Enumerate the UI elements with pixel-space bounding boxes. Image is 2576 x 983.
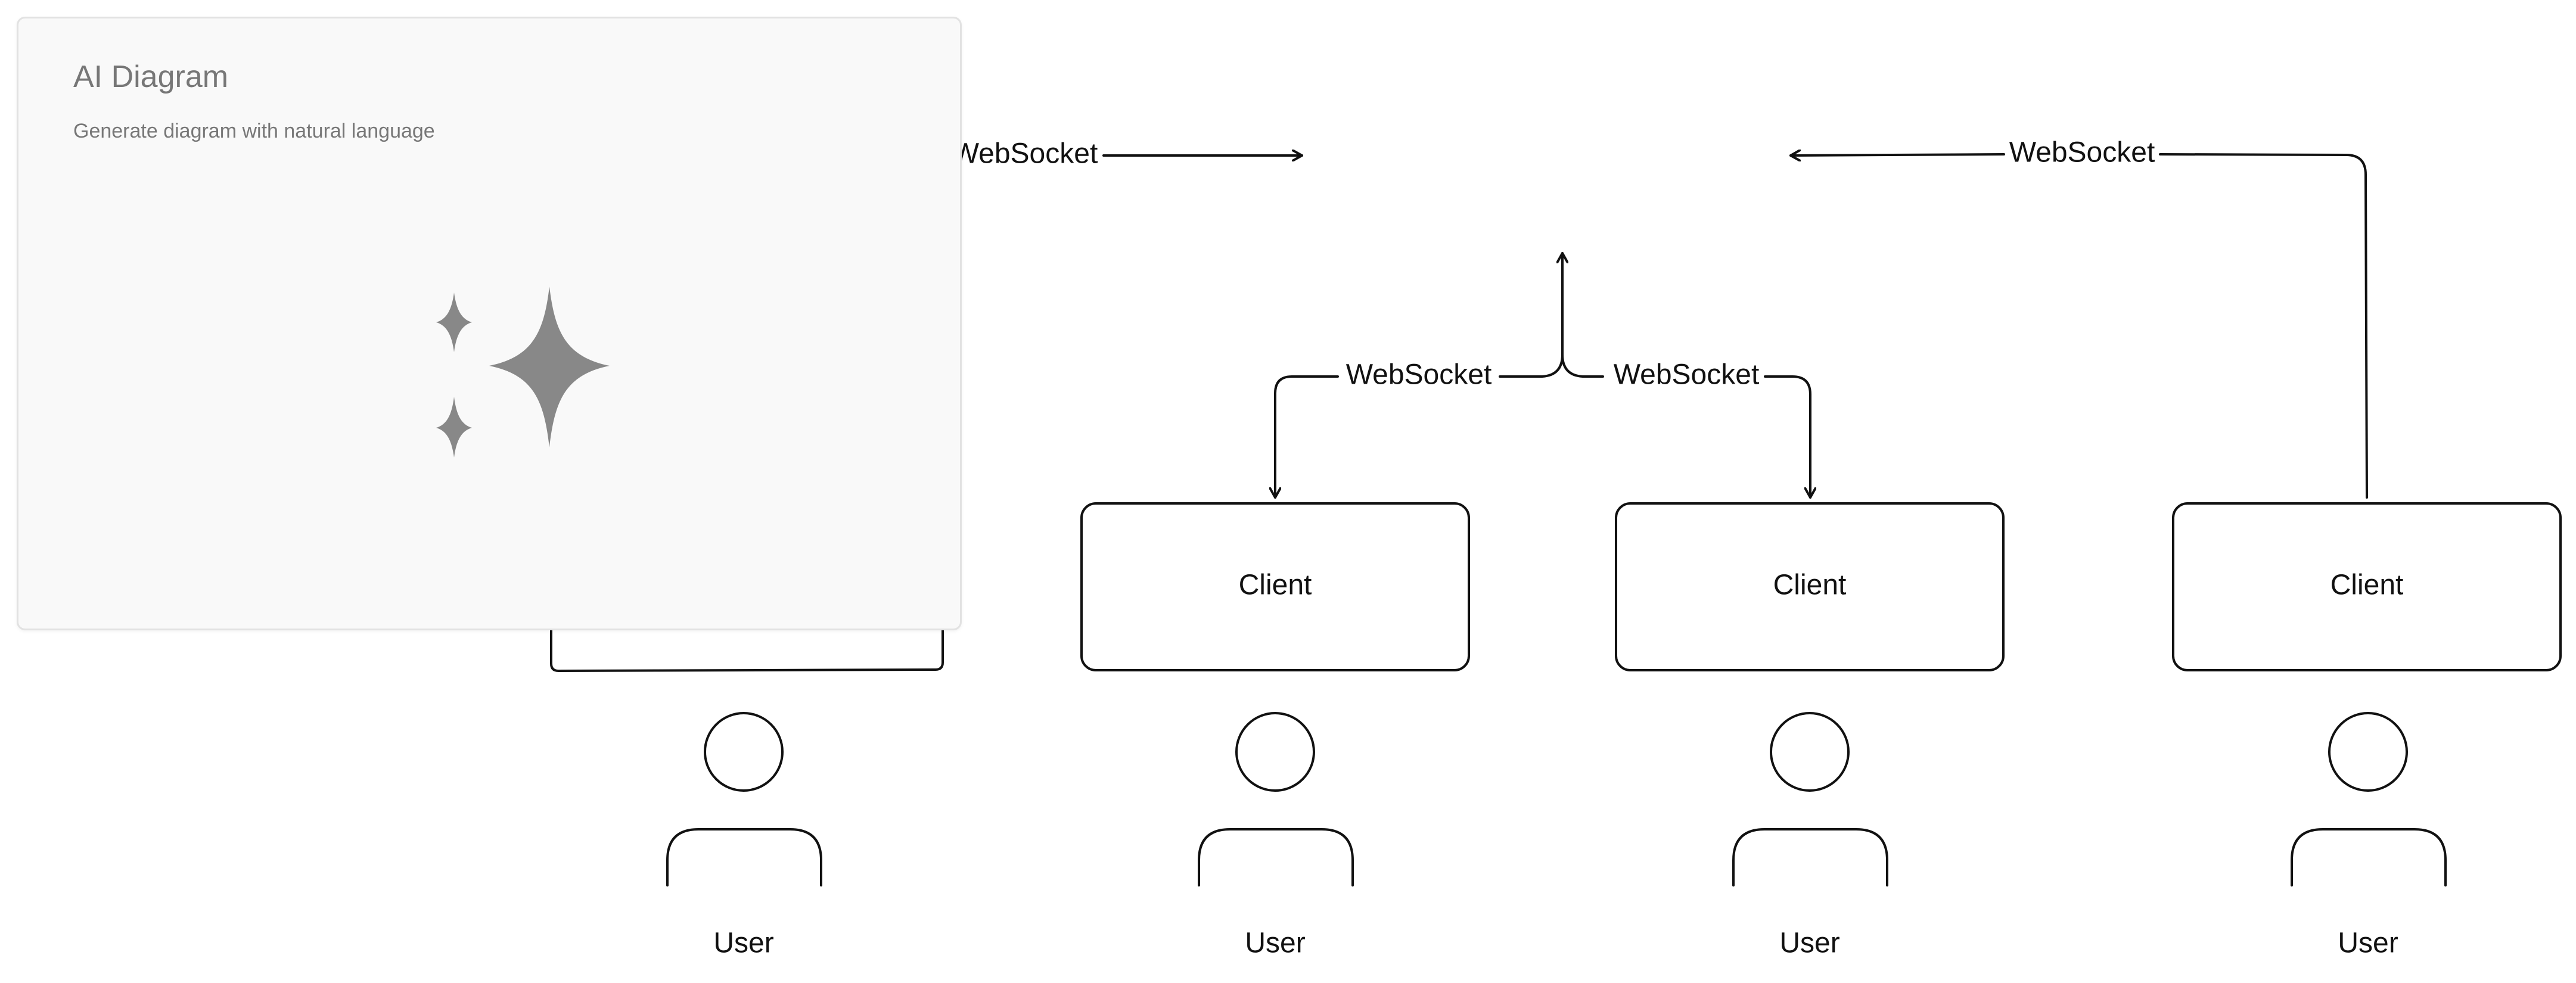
connector-center-left-2[interactable] xyxy=(1275,375,1339,499)
connector-center-right[interactable] xyxy=(1561,353,1604,378)
client-box-3[interactable] xyxy=(2172,502,2562,671)
connector-right-top[interactable] xyxy=(2159,153,2368,499)
panel-title: AI Diagram xyxy=(73,60,229,94)
edge-label-right-top: WebSocket xyxy=(2009,137,2155,169)
connector-right-top-head[interactable] xyxy=(1789,154,2005,155)
edge-label-center-right: WebSocket xyxy=(1614,359,1760,391)
ai-diagram-panel[interactable]: AI Diagram Generate diagram with natural… xyxy=(17,17,962,630)
client-label-2: Client xyxy=(1773,570,1847,601)
client-label-3: Client xyxy=(2330,570,2404,601)
sparkle-small-top-icon xyxy=(436,293,472,352)
user-label-1: User xyxy=(713,928,773,959)
panel-subtitle: Generate diagram with natural language xyxy=(73,120,435,142)
sparkle-large-icon xyxy=(489,287,610,447)
user-label-2: User xyxy=(1245,928,1305,959)
user-figure-4[interactable] xyxy=(2291,712,2447,886)
client-box-1[interactable] xyxy=(1080,502,1470,671)
client-label-1: Client xyxy=(1239,570,1312,601)
user-label-4: User xyxy=(2338,928,2398,959)
user-figure-2[interactable] xyxy=(1198,712,1354,886)
edge-label-left-top: WebSocket xyxy=(952,138,1098,170)
connector-center-left[interactable] xyxy=(1499,353,1564,378)
edge-label-center-left: WebSocket xyxy=(1346,359,1492,391)
client-box-2[interactable] xyxy=(1615,502,2005,671)
user-label-3: User xyxy=(1779,928,1839,959)
connector-center-right-2[interactable] xyxy=(1764,375,1810,499)
user-figure-3[interactable] xyxy=(1732,712,1888,886)
user-figure-1[interactable] xyxy=(666,712,822,886)
sparkles-icon xyxy=(436,287,610,458)
sparkle-small-bottom-icon xyxy=(436,397,472,458)
